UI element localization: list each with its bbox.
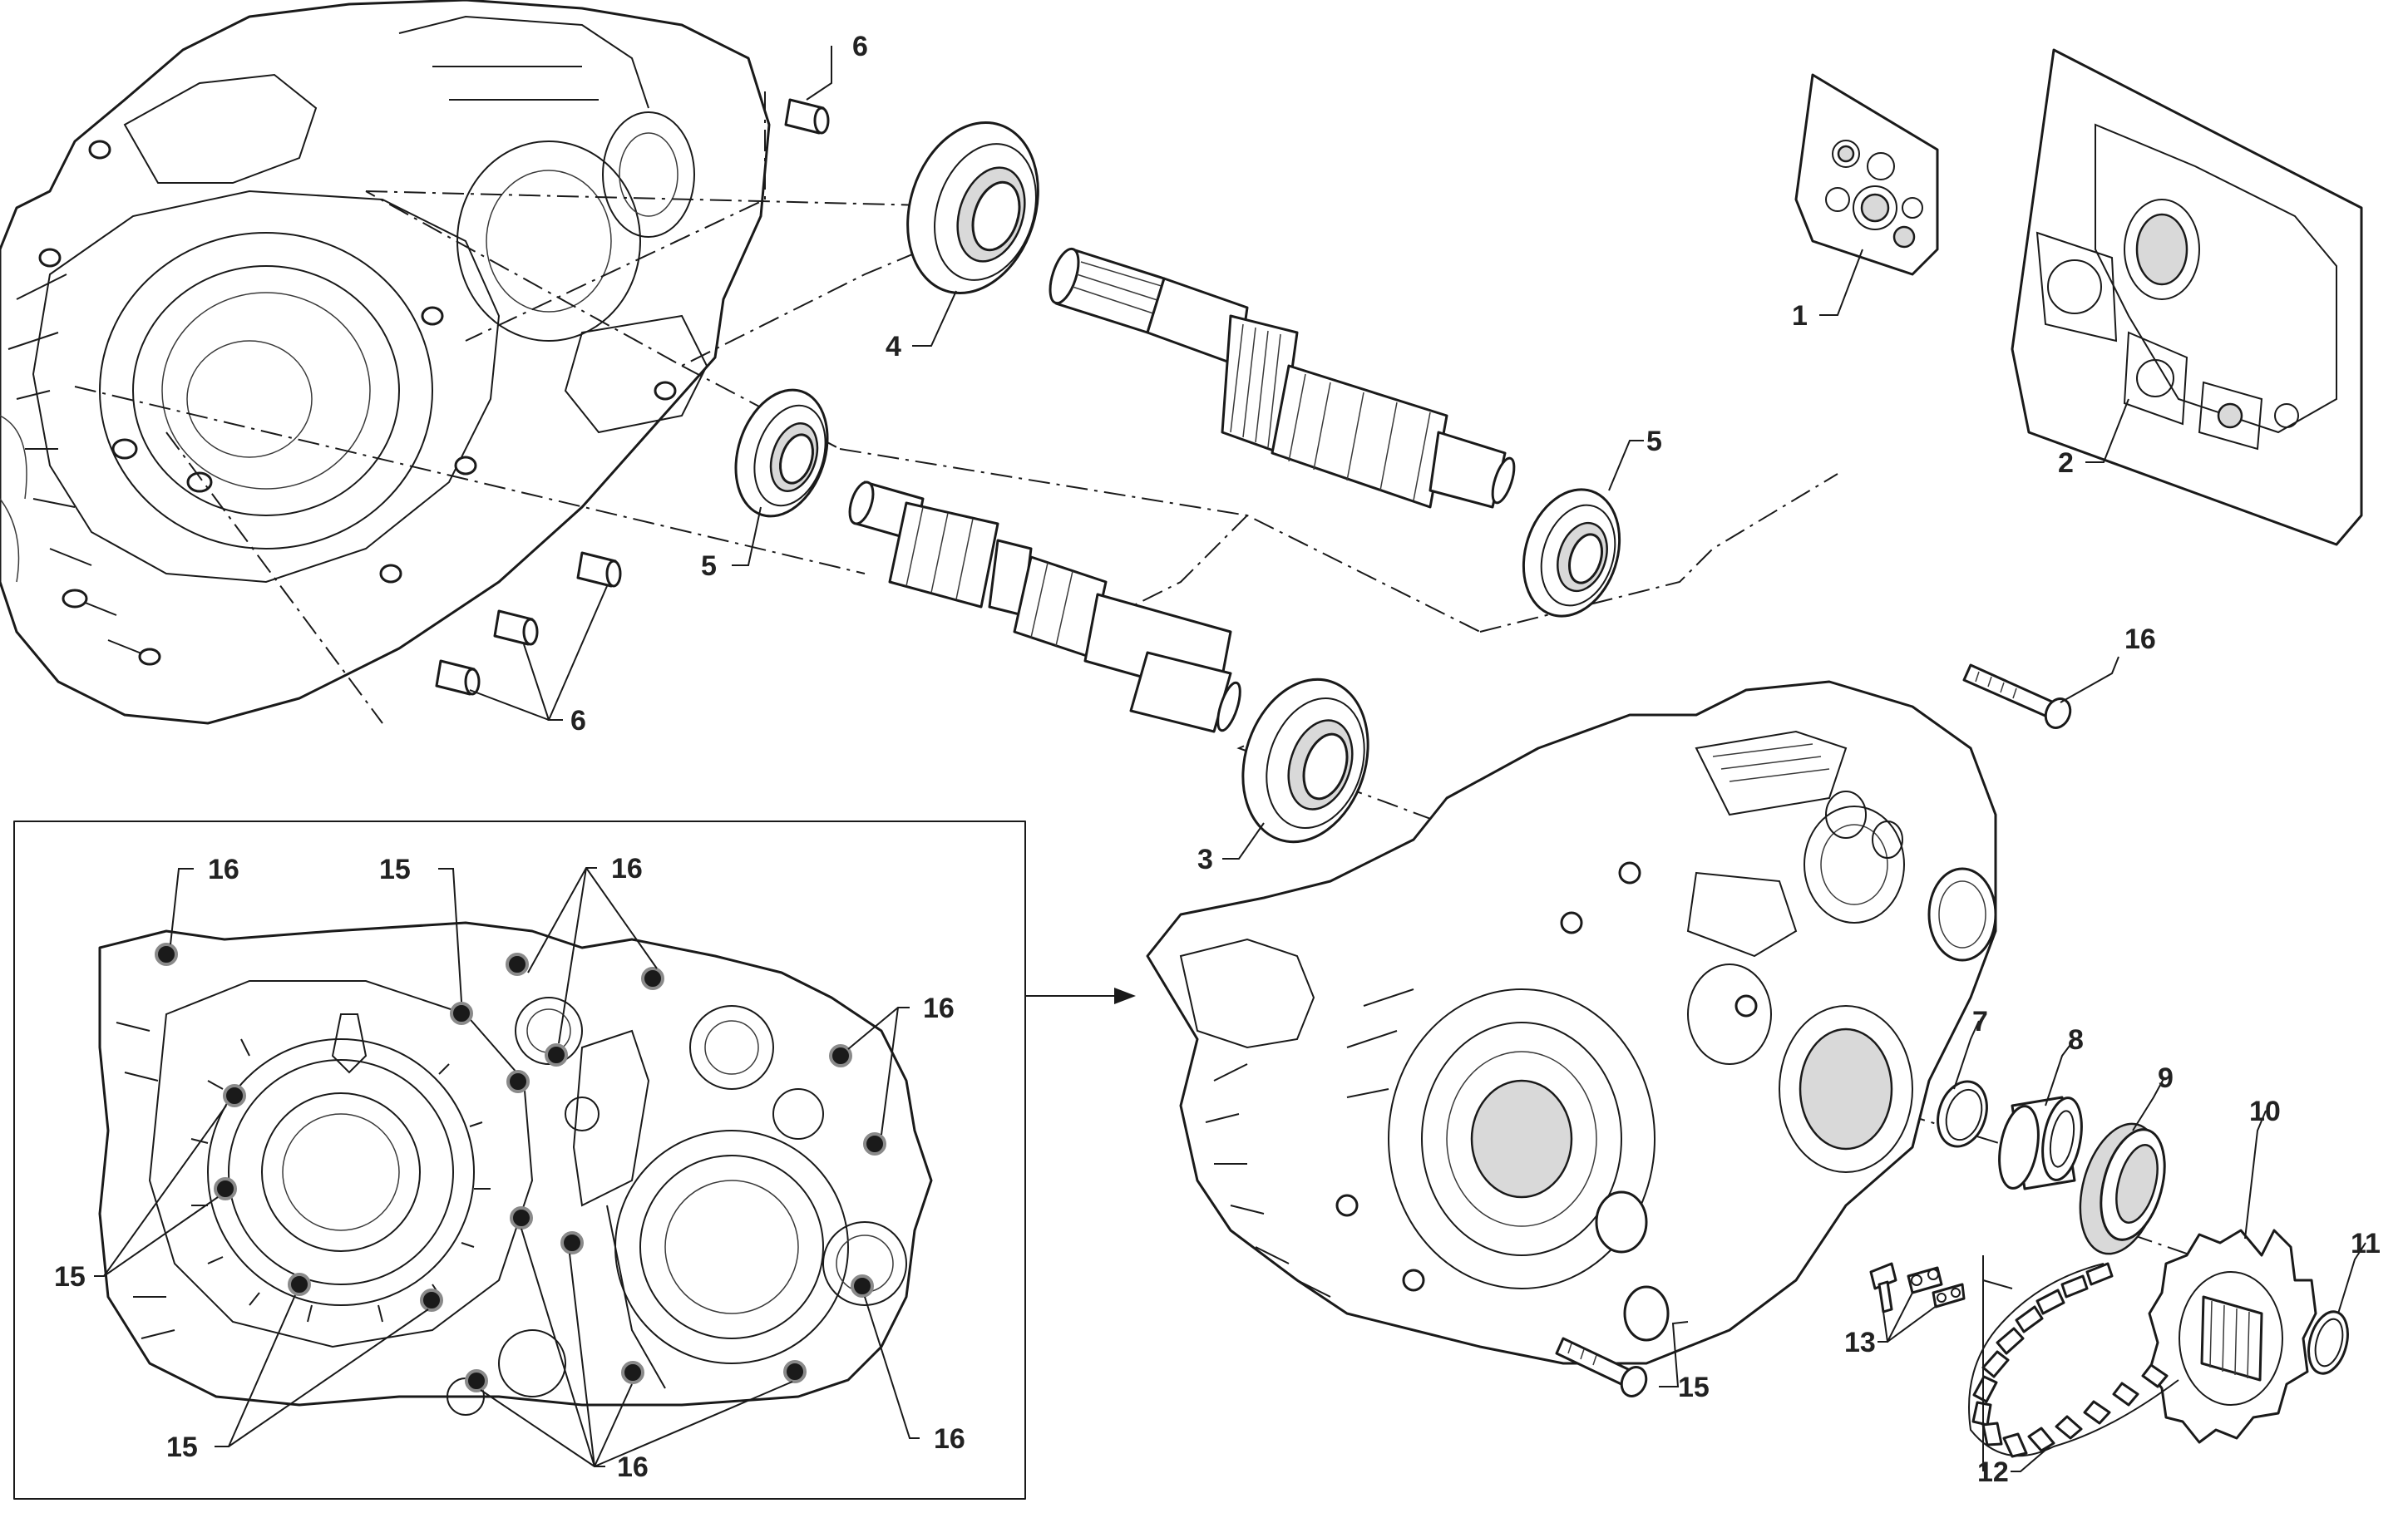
callout-5-left: 5 <box>701 550 717 582</box>
bolt-hole-marker <box>450 1002 473 1025</box>
bolt-hole-marker <box>288 1273 311 1296</box>
callout-4: 4 <box>886 331 901 362</box>
callout-6-bottom: 6 <box>570 705 586 737</box>
dowel-pin-1 <box>576 551 622 588</box>
bolt-hole-marker <box>829 1044 852 1067</box>
bolt-15 <box>1555 1337 1648 1397</box>
bolt-hole-marker <box>545 1043 568 1067</box>
bolt-hole-marker <box>420 1289 443 1312</box>
bolt-hole-marker <box>510 1206 533 1230</box>
lower-shaft <box>848 481 1241 733</box>
bolt-hole-marker <box>641 967 664 990</box>
callout-15-inset-top: 15 <box>379 854 411 885</box>
callout-16-main: 16 <box>2124 623 2156 655</box>
callout-10: 10 <box>2249 1096 2281 1127</box>
callout-7: 7 <box>1972 1006 1988 1037</box>
bolt-hole-marker <box>851 1274 874 1298</box>
arrow-icon <box>1114 988 1136 1004</box>
chain-joint-13 <box>1869 1262 1966 1313</box>
dowel-pin-3 <box>435 659 481 696</box>
upper-shaft <box>1049 247 1516 509</box>
bolt-hole-marker <box>783 1360 807 1383</box>
callout-9: 9 <box>2158 1062 2174 1094</box>
inset-bolt-markers <box>155 943 886 1392</box>
bolt-hole-marker <box>223 1084 246 1107</box>
callout-16-inset-top: 16 <box>611 853 643 885</box>
bolt-hole-marker <box>155 943 178 966</box>
dowel-pins <box>435 98 830 696</box>
spacer-8 <box>1998 1096 2083 1190</box>
circlip-11 <box>2307 1310 2349 1375</box>
callout-1: 1 <box>1792 300 1808 332</box>
callout-15-main: 15 <box>1678 1372 1710 1403</box>
bearing-5-left <box>734 388 829 518</box>
oil-seal-9 <box>2079 1122 2166 1255</box>
sprocket-10 <box>2148 1229 2317 1444</box>
right-crankcase-half <box>1146 680 1997 1365</box>
callout-2: 2 <box>2058 447 2074 479</box>
bolt-hole-marker <box>506 953 529 976</box>
o-ring-7 <box>1937 1080 1988 1148</box>
callout-15-inset-left: 15 <box>54 1261 86 1293</box>
seal-kit-1 <box>1794 73 1939 276</box>
gasket-kit-2 <box>2011 48 2363 546</box>
callout-12: 12 <box>1977 1456 2009 1488</box>
callout-3: 3 <box>1197 844 1213 875</box>
bearing-5-right <box>1522 488 1621 618</box>
callout-labels: 1 2 3 4 5 5 6 6 7 8 9 10 11 12 13 15 16 … <box>54 31 2381 1488</box>
callout-8: 8 <box>2068 1024 2084 1056</box>
bolt-hole-marker <box>863 1132 886 1156</box>
callout-16-inset-bottom-right: 16 <box>934 1423 965 1455</box>
bolt-hole-marker <box>214 1177 237 1200</box>
bolt-hole-marker <box>621 1361 644 1384</box>
bolt-16 <box>1962 663 2072 729</box>
dowel-pin-top <box>784 98 830 135</box>
left-crankcase-half <box>0 0 771 725</box>
dowel-pin-2 <box>493 609 539 646</box>
bearing-4 <box>906 121 1039 295</box>
bearing-3 <box>1241 678 1369 844</box>
bolt-hole-marker <box>506 1070 530 1093</box>
callout-6-top: 6 <box>852 31 868 62</box>
callout-16-inset-top-left: 16 <box>208 854 239 885</box>
bolt-hole-marker <box>465 1369 488 1392</box>
chain-12 <box>1968 1262 2179 1458</box>
callout-16-inset-right: 16 <box>923 993 955 1024</box>
callout-15-inset-bottom: 15 <box>166 1432 198 1463</box>
callout-13: 13 <box>1844 1327 1876 1358</box>
callout-16-inset-bottom: 16 <box>617 1451 649 1483</box>
bolt-hole-marker <box>560 1231 584 1254</box>
callout-11: 11 <box>2351 1228 2381 1259</box>
leader-lines <box>94 46 2366 1472</box>
callout-5-right: 5 <box>1646 426 1662 457</box>
inset-crankcase <box>98 921 933 1416</box>
